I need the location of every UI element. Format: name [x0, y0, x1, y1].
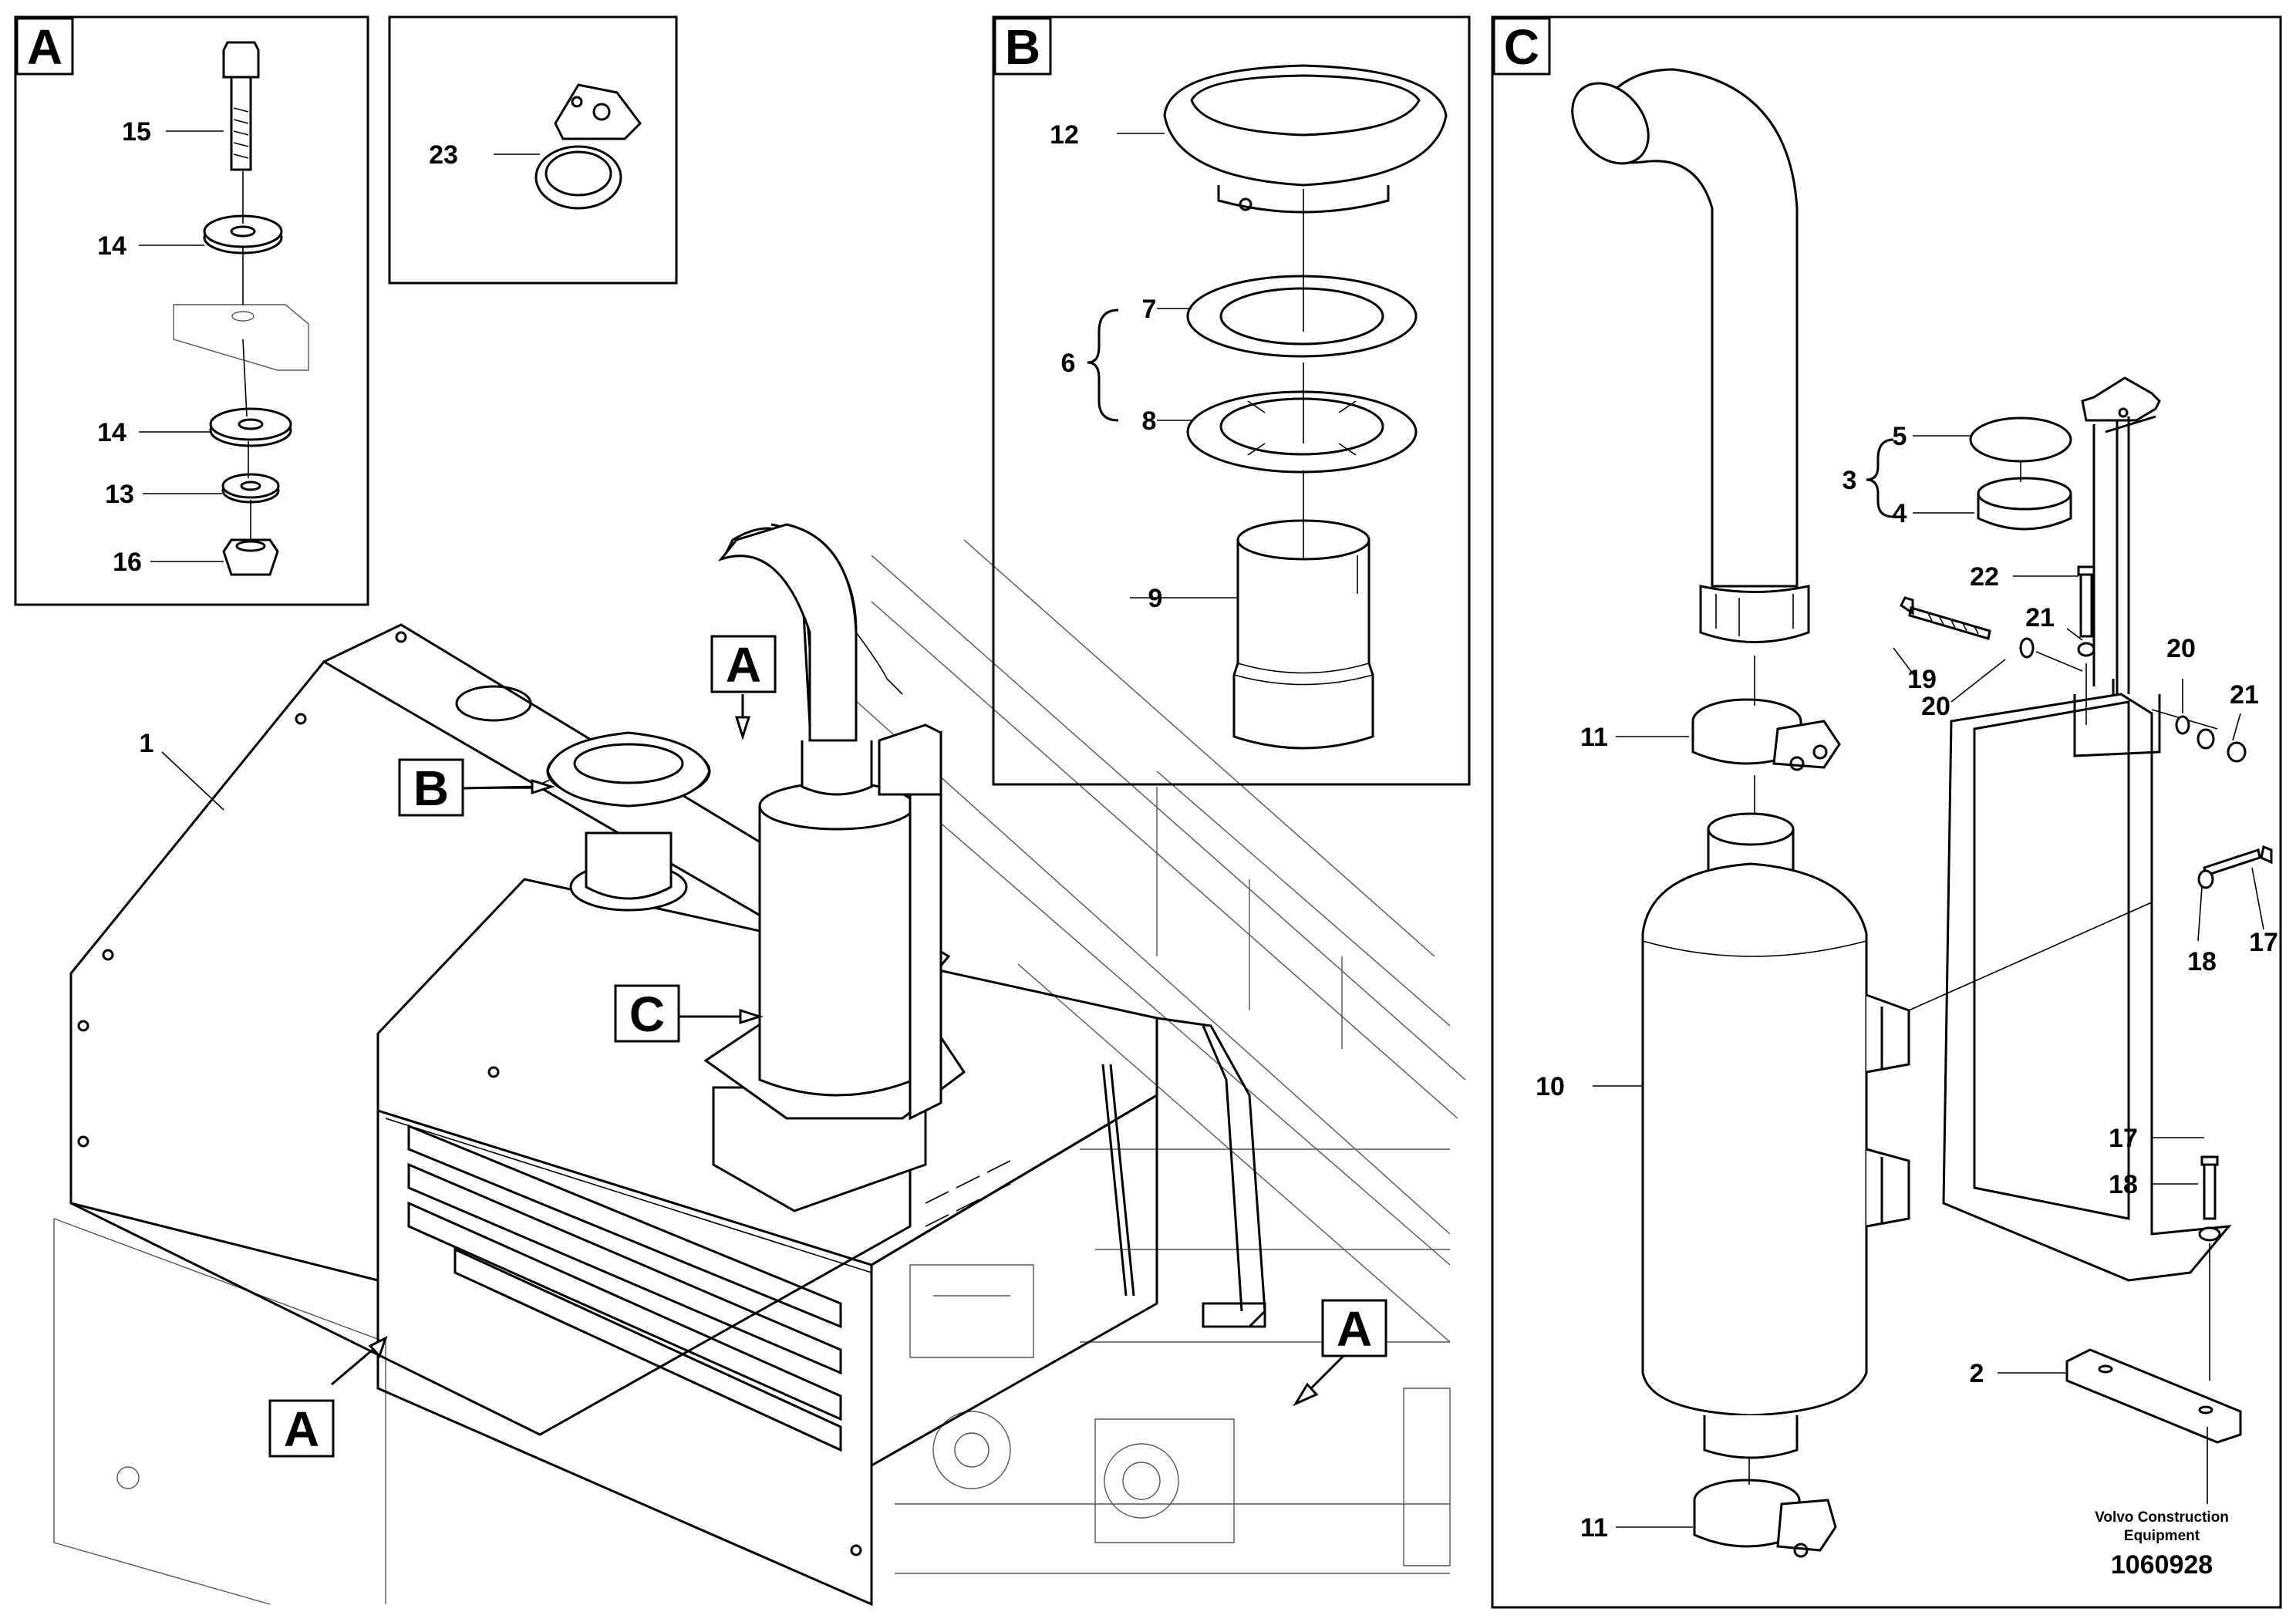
company-line-2: Equipment — [2124, 1528, 2200, 1544]
part-number-18-lower: 18 — [2109, 1170, 2138, 1199]
panel-label-c: C — [1504, 19, 1539, 75]
part-number-4: 4 — [1893, 499, 1907, 528]
part-number-17-lower: 17 — [2109, 1124, 2138, 1153]
part-number-10: 10 — [1536, 1072, 1565, 1101]
part-number-2: 2 — [1970, 1359, 1984, 1388]
callout-label-c: C — [629, 986, 665, 1042]
part-number-13: 13 — [105, 480, 134, 509]
drawing-number: 1060928 — [2111, 1550, 2213, 1580]
part-number-15: 15 — [122, 117, 151, 147]
part-number-22: 22 — [1970, 562, 1999, 592]
panel-label-a: A — [27, 19, 62, 75]
part-number-16: 16 — [113, 548, 142, 577]
main-muffler-assembly — [703, 523, 966, 1212]
main-leaders — [161, 694, 1347, 1407]
part-number-20-top: 20 — [2166, 634, 2196, 663]
part-number-14-lower: 14 — [97, 418, 126, 447]
panel-label-b: B — [1005, 19, 1040, 75]
part-number-6: 6 — [1061, 349, 1076, 378]
part-number-5: 5 — [1893, 422, 1907, 451]
part-number-14-upper: 14 — [97, 231, 126, 261]
callout-label-a-bottom: A — [284, 1401, 319, 1457]
air-intake-cap — [546, 731, 711, 912]
callout-box-a-right: A — [1321, 1299, 1387, 1357]
part-number-12: 12 — [1050, 120, 1079, 150]
callout-label-a-top: A — [726, 637, 761, 693]
part-number-18-right: 18 — [2187, 947, 2217, 976]
panel-clamp-23 — [388, 15, 678, 285]
part-number-17-right: 17 — [2249, 928, 2278, 957]
part-number-23: 23 — [429, 140, 458, 170]
panel-b — [992, 15, 1471, 786]
callout-label-b: B — [413, 760, 449, 816]
company-line-1: Volvo Construction — [2095, 1509, 2229, 1526]
part-number-11-top: 11 — [1580, 723, 1608, 752]
panel-c — [1491, 15, 2282, 1609]
callout-box-c: C — [614, 984, 680, 1043]
part-number-19: 19 — [1907, 665, 1937, 694]
part-number-21-left: 21 — [2025, 603, 2055, 632]
callout-box-a-top: A — [710, 635, 777, 693]
part-number-3: 3 — [1843, 466, 1857, 495]
part-number-11-bottom: 11 — [1580, 1513, 1608, 1543]
background-frame — [53, 539, 1466, 1605]
callout-box-b: B — [398, 758, 464, 817]
part-number-9: 9 — [1148, 584, 1163, 613]
part-number-21-right: 21 — [2230, 680, 2259, 710]
part-number-8: 8 — [1142, 406, 1157, 436]
callout-label-a-right: A — [1337, 1301, 1372, 1357]
part-number-20-left: 20 — [1921, 692, 1950, 721]
part-number-1: 1 — [140, 729, 154, 758]
panel-a — [14, 15, 369, 606]
callout-box-a-bottom: A — [268, 1399, 335, 1458]
part-number-7: 7 — [1142, 295, 1157, 324]
